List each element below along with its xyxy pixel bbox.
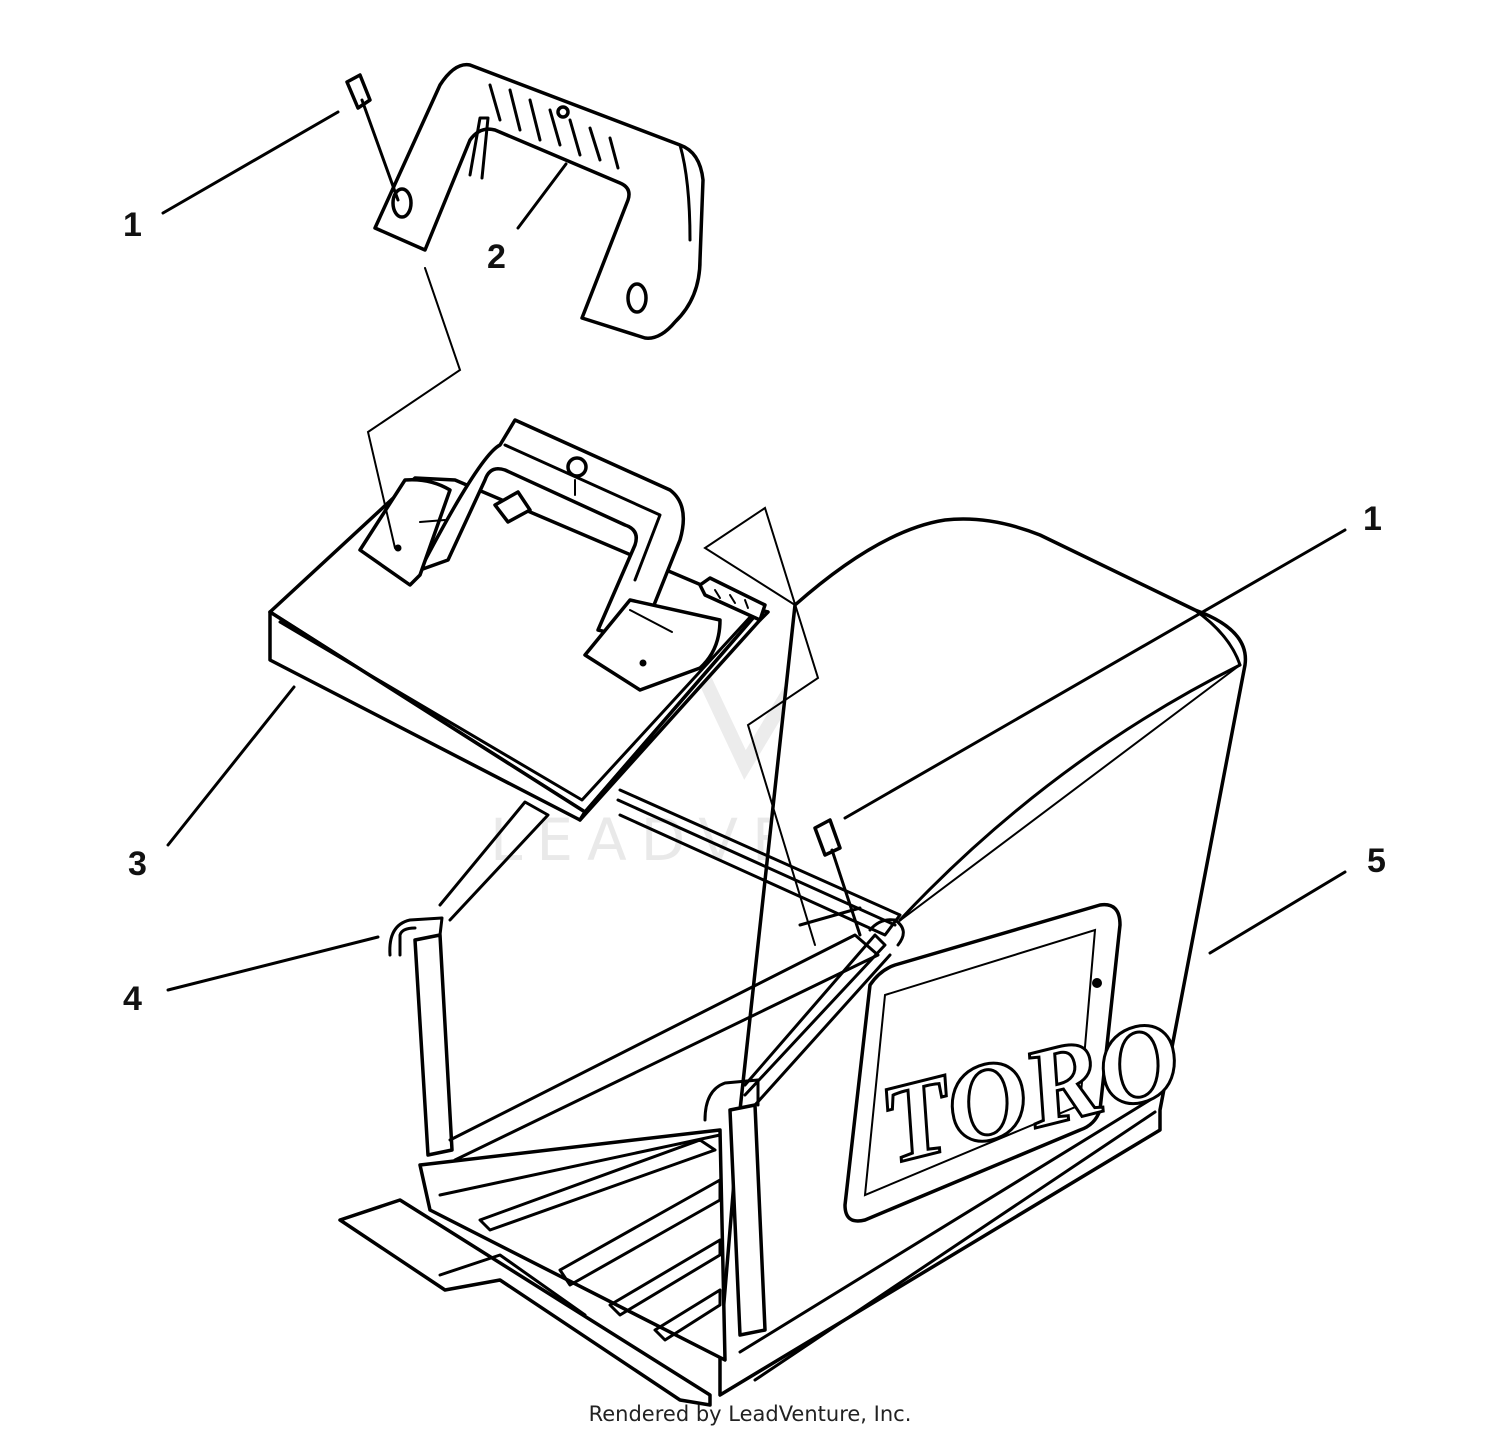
assembly-lines — [366, 267, 1241, 946]
top-cover — [268, 418, 770, 822]
grass-bag-body: TORO — [718, 517, 1248, 1397]
callout-4: 4 — [123, 980, 142, 1018]
callout-labels: 1 2 1 3 5 4 — [123, 206, 1386, 1018]
callout-1-top: 1 — [123, 206, 142, 244]
callout-5: 5 — [1367, 842, 1386, 880]
callout-2: 2 — [487, 238, 506, 276]
screw-top — [345, 73, 400, 202]
wire-frame — [338, 788, 905, 1407]
callout-3: 3 — [128, 845, 147, 883]
leader-lines — [161, 110, 1347, 992]
callout-1-right: 1 — [1363, 500, 1382, 538]
screw-right — [813, 818, 862, 937]
footer-credit: Rendered by LeadVenture, Inc. — [588, 1402, 912, 1426]
handle-grip — [373, 62, 705, 340]
